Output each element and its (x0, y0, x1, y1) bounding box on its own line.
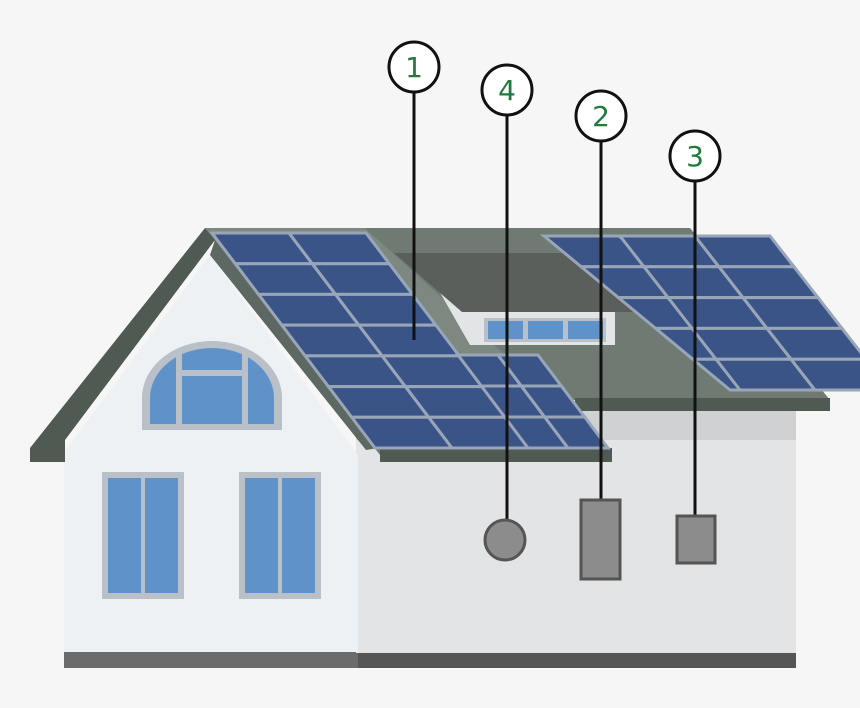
solar-cell (541, 415, 612, 450)
device-inverter (579, 498, 622, 581)
callout-badge-1: 1 (387, 40, 441, 94)
device-disconnect (675, 514, 717, 565)
window-left (102, 472, 184, 599)
callout-label-3: 3 (686, 140, 704, 173)
gable-trim (30, 228, 215, 462)
roof-eave-right (575, 398, 830, 411)
callout-badge-3: 3 (668, 129, 722, 183)
roof-eave-left (380, 448, 612, 462)
dormer-pane-2 (528, 321, 563, 339)
arched-window (142, 341, 282, 430)
dormer-roof (394, 253, 636, 312)
dormer-pane-3 (568, 321, 603, 339)
callout-label-4: 4 (498, 74, 516, 107)
callout-badge-2: 2 (574, 89, 628, 143)
solar-cell (763, 326, 860, 361)
ground-base-front (64, 652, 358, 668)
device-meter (483, 518, 527, 562)
window-right (239, 472, 321, 599)
solar-panels-left (208, 231, 612, 450)
solar-panels-right (539, 234, 860, 392)
callout-label-2: 2 (592, 100, 610, 133)
solar-cell (787, 357, 860, 392)
callout-badge-4: 4 (480, 63, 534, 117)
callout-label-1: 1 (405, 51, 423, 84)
